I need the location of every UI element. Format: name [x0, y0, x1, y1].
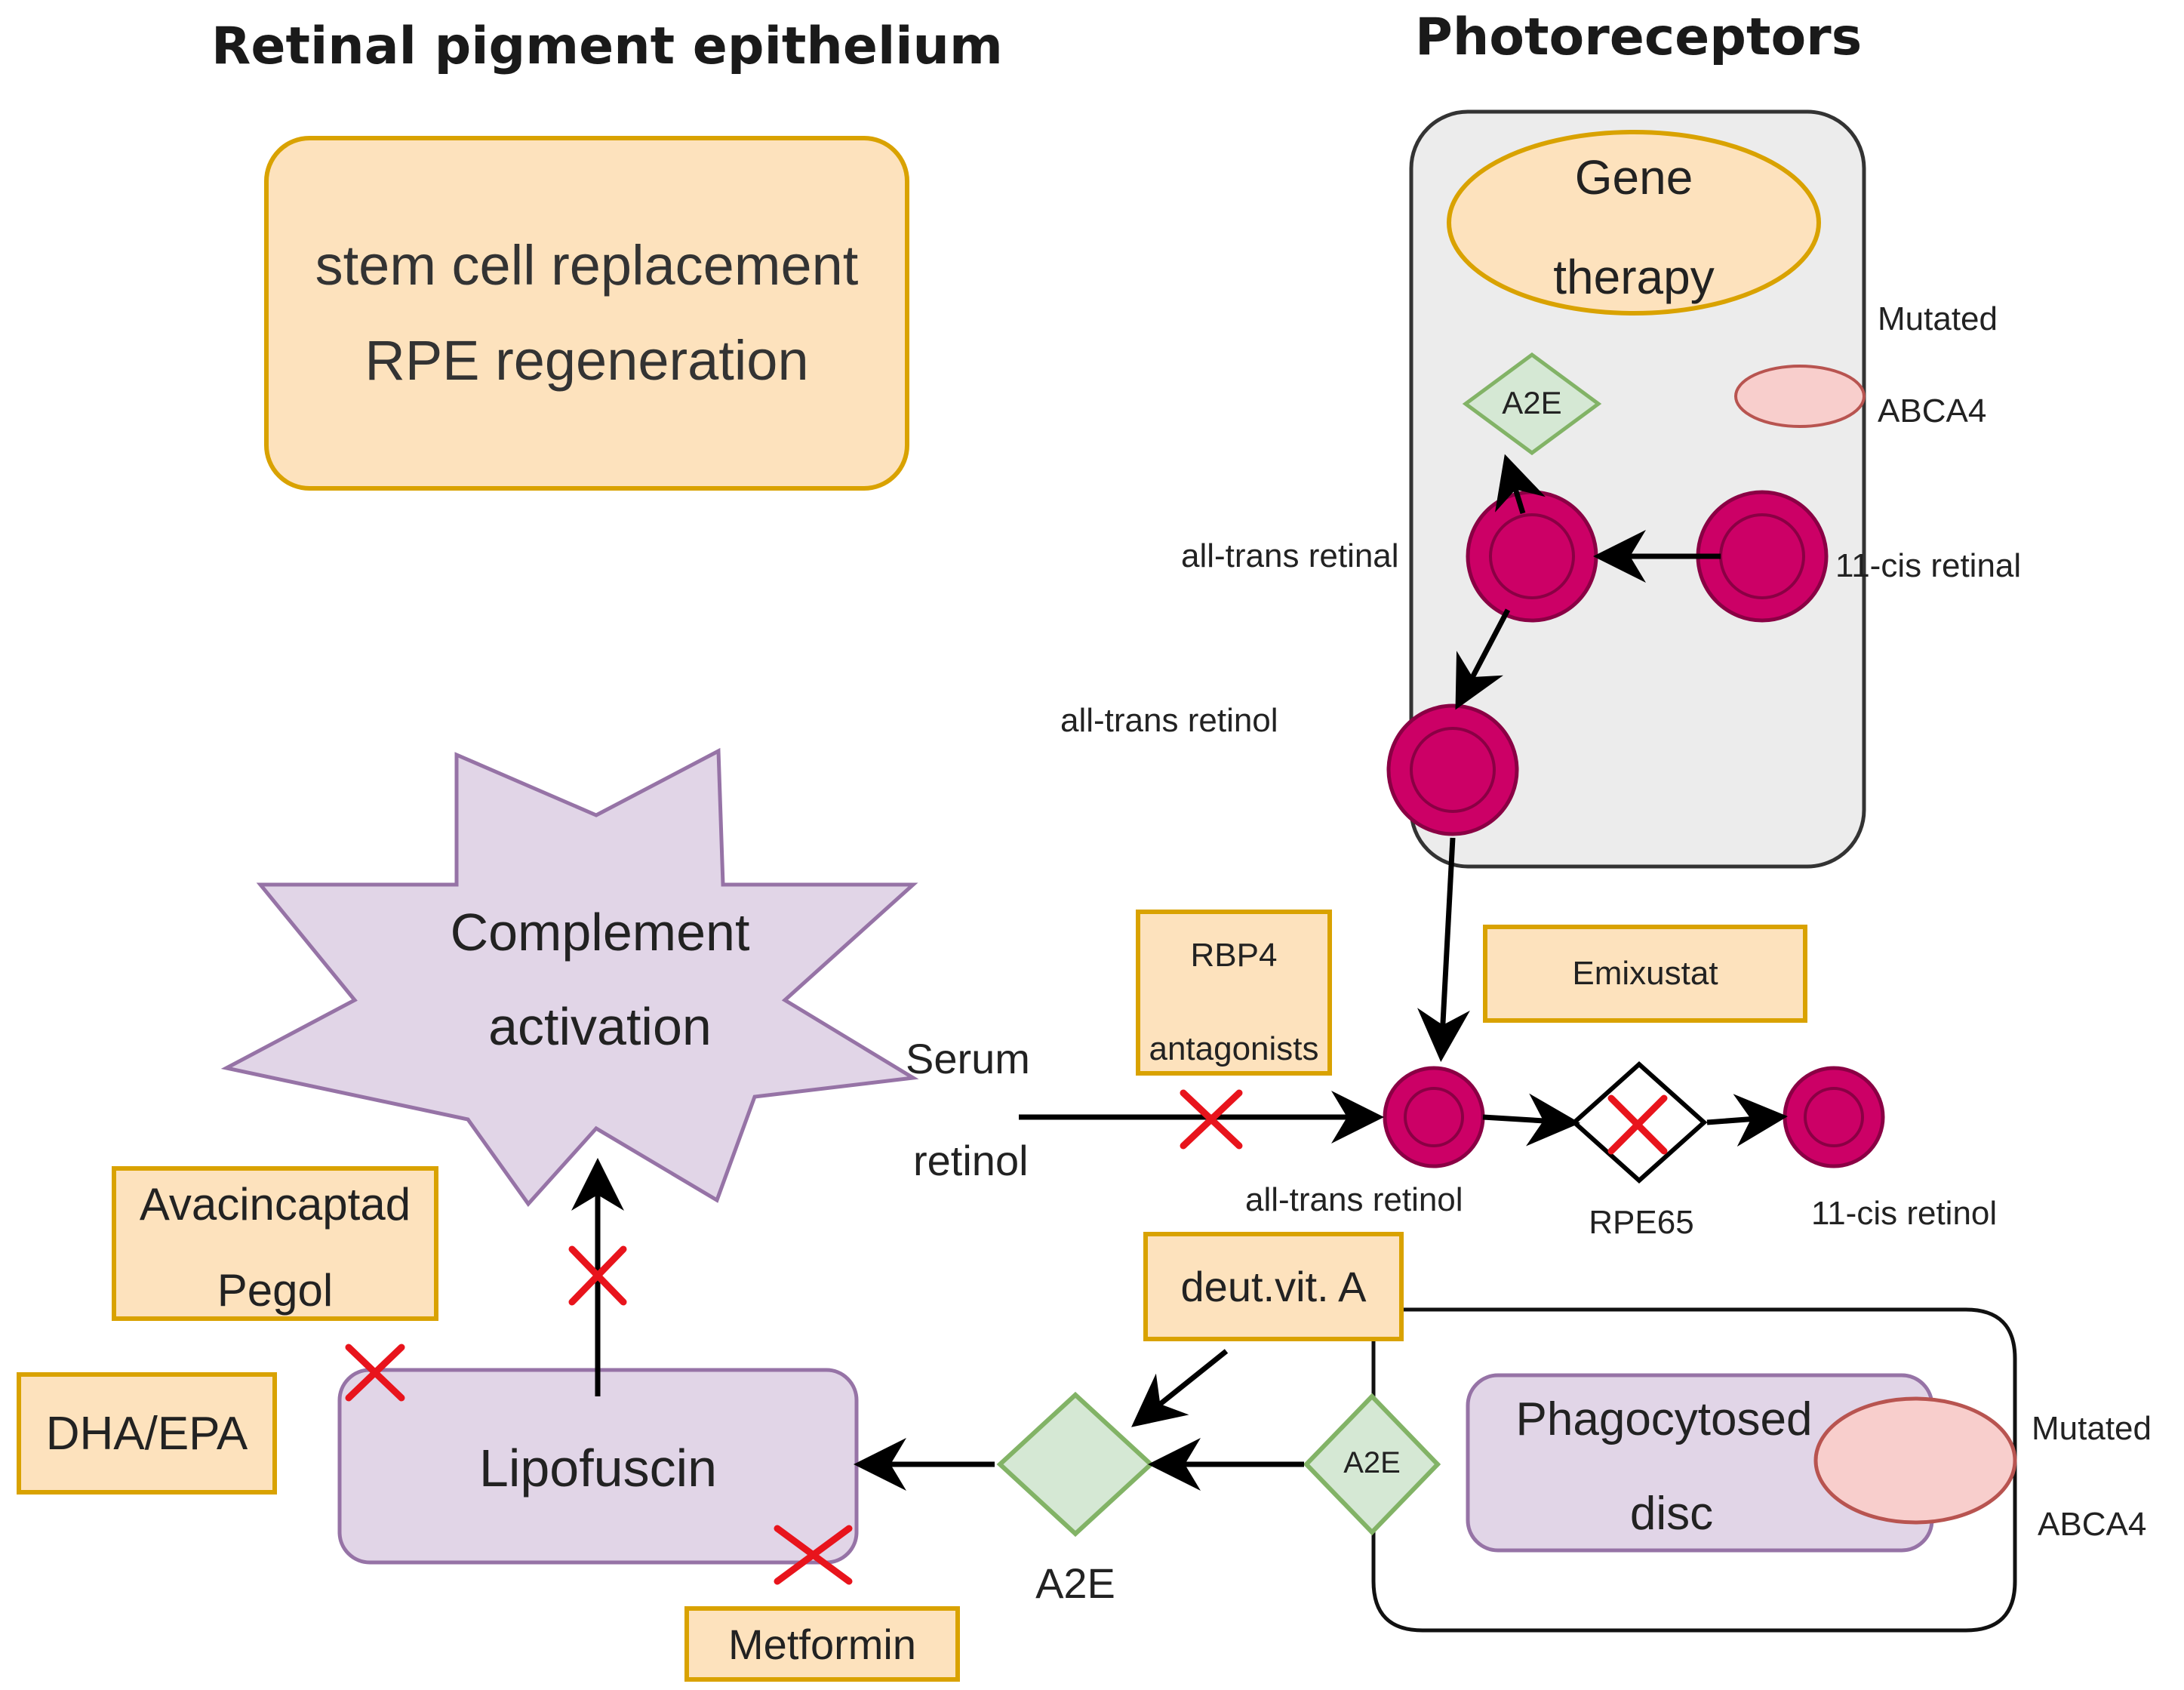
- dha-epa-box: DHA/EPA: [17, 1372, 277, 1495]
- deut-vit-a-box: deut.vit. A: [1143, 1232, 1404, 1341]
- avacincaptad-line2: Pegol: [217, 1265, 334, 1316]
- stem-cell-line1: stem cell replacement: [315, 234, 859, 297]
- complement-line1: Complement: [450, 903, 750, 962]
- rpe65-label: RPE65: [1589, 1204, 1694, 1241]
- dha-epa-label: DHA/EPA: [45, 1407, 248, 1460]
- rbp4-line1: RBP4: [1190, 937, 1278, 974]
- rbp4-line2: antagonists: [1149, 1030, 1319, 1067]
- metformin-label: Metformin: [728, 1620, 916, 1668]
- stem-cell-line2: RPE regeneration: [365, 329, 809, 392]
- mutated-abca4-photoreceptor-line2: ABCA4: [1878, 392, 1987, 429]
- serum-retinol-line2: retinol: [913, 1137, 1029, 1184]
- avacincaptad-pegol-box: Avacincaptad Pegol: [112, 1166, 438, 1321]
- all-trans-retinal-label: all-trans retinal: [1181, 537, 1399, 574]
- pathway-arrows: [571, 454, 1788, 1491]
- rpe-heading: Retinal pigment epithelium: [211, 17, 1003, 76]
- rbp4-antagonists-box: RBP4 antagonists: [1136, 910, 1332, 1076]
- emixustat-box: Emixustat: [1483, 925, 1807, 1023]
- all-trans-retinol-rpe-label: all-trans retinol: [1245, 1181, 1463, 1218]
- mutated-abca4-photoreceptor-line1: Mutated: [1878, 300, 1998, 337]
- gene-therapy-line2: therapy: [1553, 250, 1715, 304]
- all-trans-retinol-photoreceptor-circle: [1386, 703, 1519, 836]
- all-trans-retinol-photoreceptor-label: all-trans retinol: [1060, 702, 1278, 739]
- cis-retinol-circle: [1783, 1066, 1885, 1168]
- mutated-abca4-disc-line2: ABCA4: [2038, 1506, 2147, 1543]
- photoreceptor-box: [1409, 109, 1866, 869]
- gene-therapy-line1: Gene: [1574, 150, 1693, 205]
- photoreceptors-heading: Photoreceptors: [1415, 8, 1863, 67]
- gene-therapy-ellipse: [1447, 130, 1821, 316]
- metformin-box: Metformin: [684, 1606, 960, 1682]
- phagocytosed-disc-line2: disc: [1629, 1488, 1714, 1540]
- cis-retinol-label: 11-cis retinol: [1811, 1195, 1998, 1232]
- phagocytosed-disc-line1: Phagocytosed: [1515, 1393, 1813, 1445]
- complement-star: [220, 747, 919, 1207]
- abca4-ellipse-photoreceptor: [1734, 365, 1866, 428]
- a2e-photoreceptor-label: A2E: [1502, 385, 1562, 420]
- serum-retinol-line1: Serum: [906, 1035, 1030, 1082]
- complement-line2: activation: [488, 997, 712, 1056]
- abca4-ellipse-disc: [1813, 1396, 2017, 1525]
- retinoid-circles: [1383, 490, 1885, 1168]
- a2e-large-label: A2E: [1035, 1559, 1115, 1607]
- avacincaptad-line1: Avacincaptad: [139, 1179, 411, 1230]
- a2e-diamond-small: [1303, 1393, 1441, 1536]
- a2e-small-label: A2E: [1343, 1446, 1401, 1479]
- deut-vit-a-label: deut.vit. A: [1180, 1263, 1367, 1310]
- emixustat-label: Emixustat: [1572, 955, 1718, 992]
- lipofuscin-label: Lipofuscin: [478, 1439, 718, 1498]
- stem-cell-therapy-box: stem cell replacement RPE regeneration: [264, 136, 909, 491]
- cis-retinal-label: 11-cis retinal: [1835, 547, 2022, 584]
- inhibition-marks: [345, 1089, 1668, 1585]
- all-trans-retinol-rpe-circle: [1383, 1066, 1485, 1168]
- disc-outline: [1371, 1306, 2017, 1633]
- all-trans-retinal-circle: [1466, 490, 1598, 623]
- a2e-diamond-large: [996, 1391, 1155, 1538]
- mutated-abca4-disc-line1: Mutated: [2032, 1410, 2152, 1447]
- a2e-diamond-photoreceptor: [1462, 352, 1602, 456]
